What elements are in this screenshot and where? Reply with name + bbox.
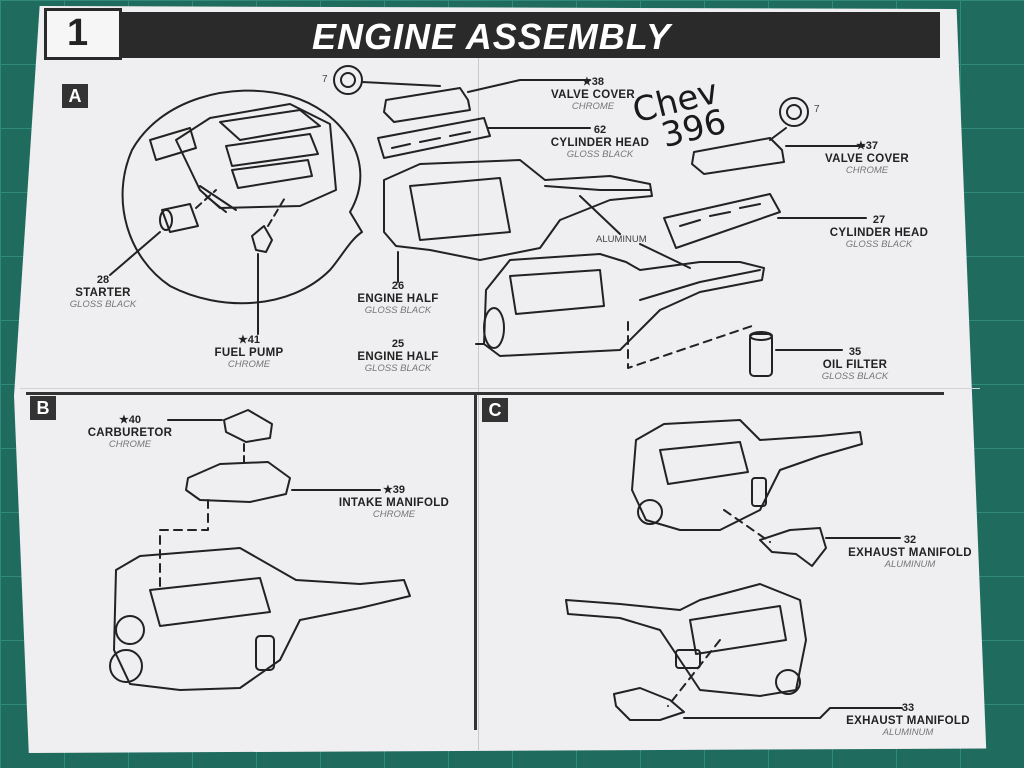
fold-crease-vertical [478, 30, 479, 750]
section-divider-vertical [474, 394, 477, 730]
aluminum-callout: ALUMINUM [596, 234, 647, 245]
page-title: ENGINE ASSEMBLY [312, 16, 672, 57]
engine-half-26-drawing [383, 159, 653, 261]
step-number: 1 [67, 12, 89, 54]
title-bar: ENGINE ASSEMBLY [102, 12, 940, 58]
instruction-sheet [14, 6, 987, 753]
engine-block-25-drawing [483, 253, 765, 357]
section-divider-horizontal [26, 392, 944, 395]
engine-assembly-c-bottom-drawing [565, 583, 807, 697]
intake-manifold-drawing [185, 461, 291, 503]
engine-assembly-b-drawing [109, 547, 411, 691]
engine-assembly-c-top-drawing [631, 419, 863, 531]
section-label-c: C [482, 398, 508, 422]
cylinder-head-27-drawing [663, 193, 781, 249]
fuel-pump-drawing [251, 225, 273, 253]
starter-drawing [159, 203, 199, 233]
section-label-a: A [62, 84, 88, 108]
oil-filter-35-drawing [749, 331, 773, 377]
fold-crease-horizontal [20, 388, 980, 389]
exhaust-manifold-32-drawing [759, 527, 827, 567]
ref-number-7-a: 7 [322, 74, 328, 85]
step-number-box: 1 [44, 8, 122, 60]
inset-engine-drawing [149, 103, 337, 213]
valve-cover-38-drawing [383, 87, 471, 123]
valve-cover-37-drawing [691, 137, 785, 175]
section-label-b: B [30, 396, 56, 420]
carburetor-drawing [223, 409, 273, 443]
ref-number-7-b: 7 [814, 104, 820, 115]
exhaust-manifold-33-drawing [613, 687, 685, 721]
cylinder-head-62-drawing [377, 117, 491, 159]
detail-inset-circle [121, 89, 363, 305]
